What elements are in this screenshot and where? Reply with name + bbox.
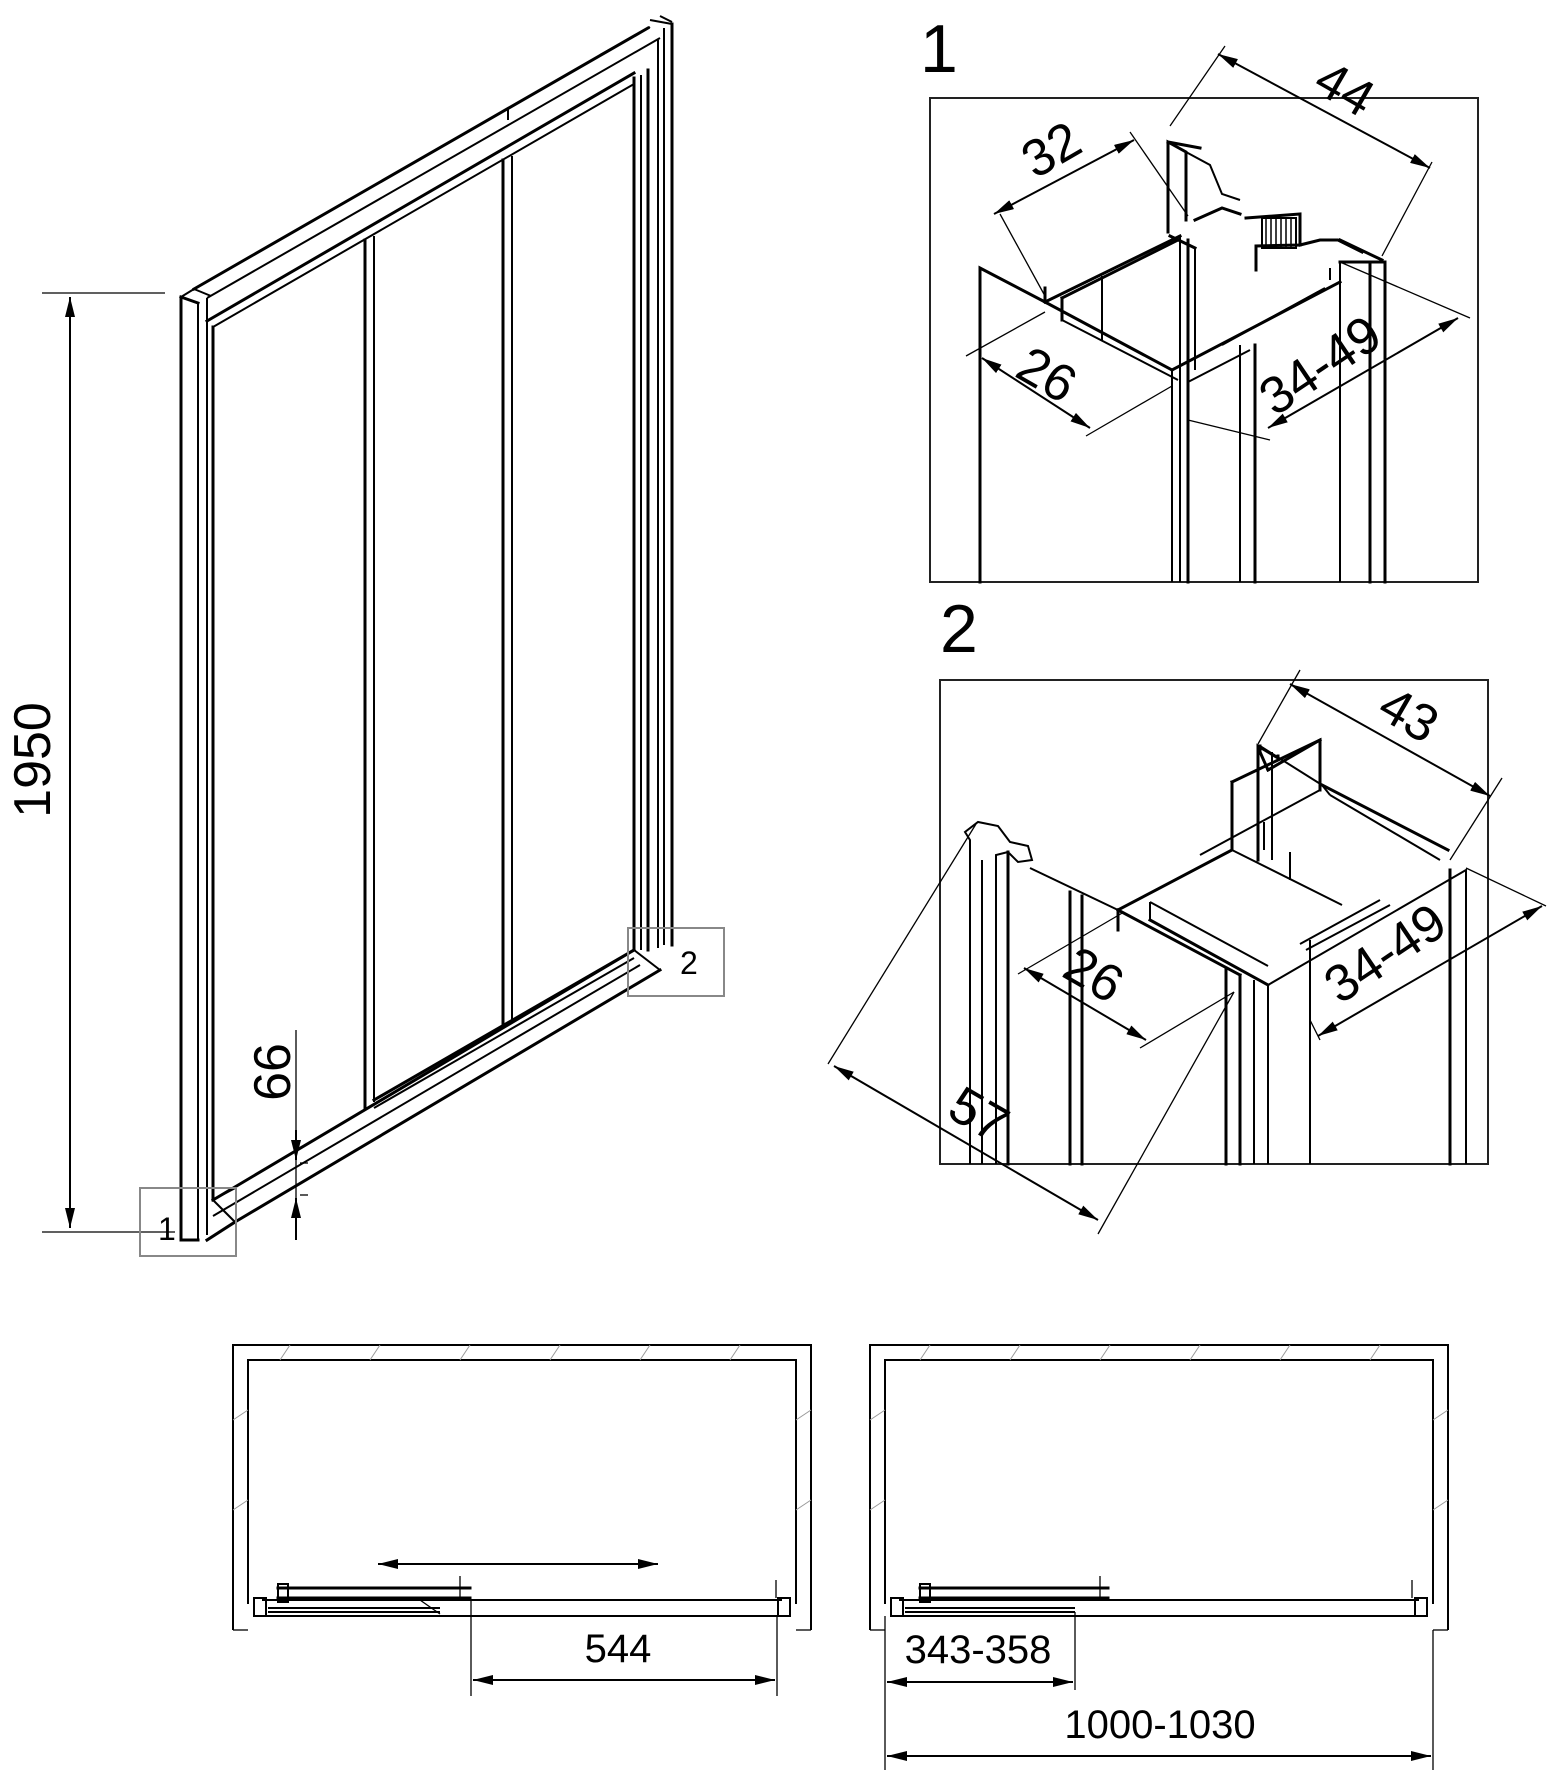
plan-right-dim-343-358: 343-358 [905, 1628, 1052, 1672]
detail-1-dim-26: 26 [1007, 336, 1086, 415]
plan-view-left: 544 [232, 1344, 812, 1696]
right-wall-profile [632, 15, 674, 952]
top-rail [191, 25, 661, 328]
detail-1: 1 [920, 11, 1479, 584]
detail-2-dim-26: 26 [1054, 936, 1133, 1015]
plan-view-right: 343-358 1000-1030 [869, 1344, 1449, 1770]
height-dim-label: 1950 [4, 702, 62, 818]
callout-label-2: 2 [680, 945, 698, 981]
plan-left-dim-544: 544 [585, 1627, 652, 1671]
callout-label-1: 1 [158, 1211, 176, 1247]
callout-box-1 [139, 1187, 237, 1257]
door-isometric-view: 1950 [4, 15, 725, 1257]
bottom-gap-dim-label: 66 [244, 1043, 302, 1101]
detail-1-dim-32: 32 [1012, 111, 1091, 190]
left-wall-profile [179, 288, 212, 1242]
detail-2: 2 [827, 591, 1547, 1235]
detail-1-dim-44: 44 [1305, 50, 1384, 129]
callout-box-2 [627, 927, 725, 997]
detail-2-label: 2 [940, 591, 978, 667]
detail-2-dim-43: 43 [1369, 676, 1448, 755]
detail-1-label: 1 [920, 11, 958, 87]
detail-2-profile [963, 737, 1467, 1166]
plan-right-dim-1000-1030: 1000-1030 [1064, 1703, 1255, 1747]
glass-panel-edges [211, 156, 637, 1202]
detail-2-dim-57: 57 [939, 1076, 1018, 1155]
detail-1-frame [929, 97, 1479, 583]
